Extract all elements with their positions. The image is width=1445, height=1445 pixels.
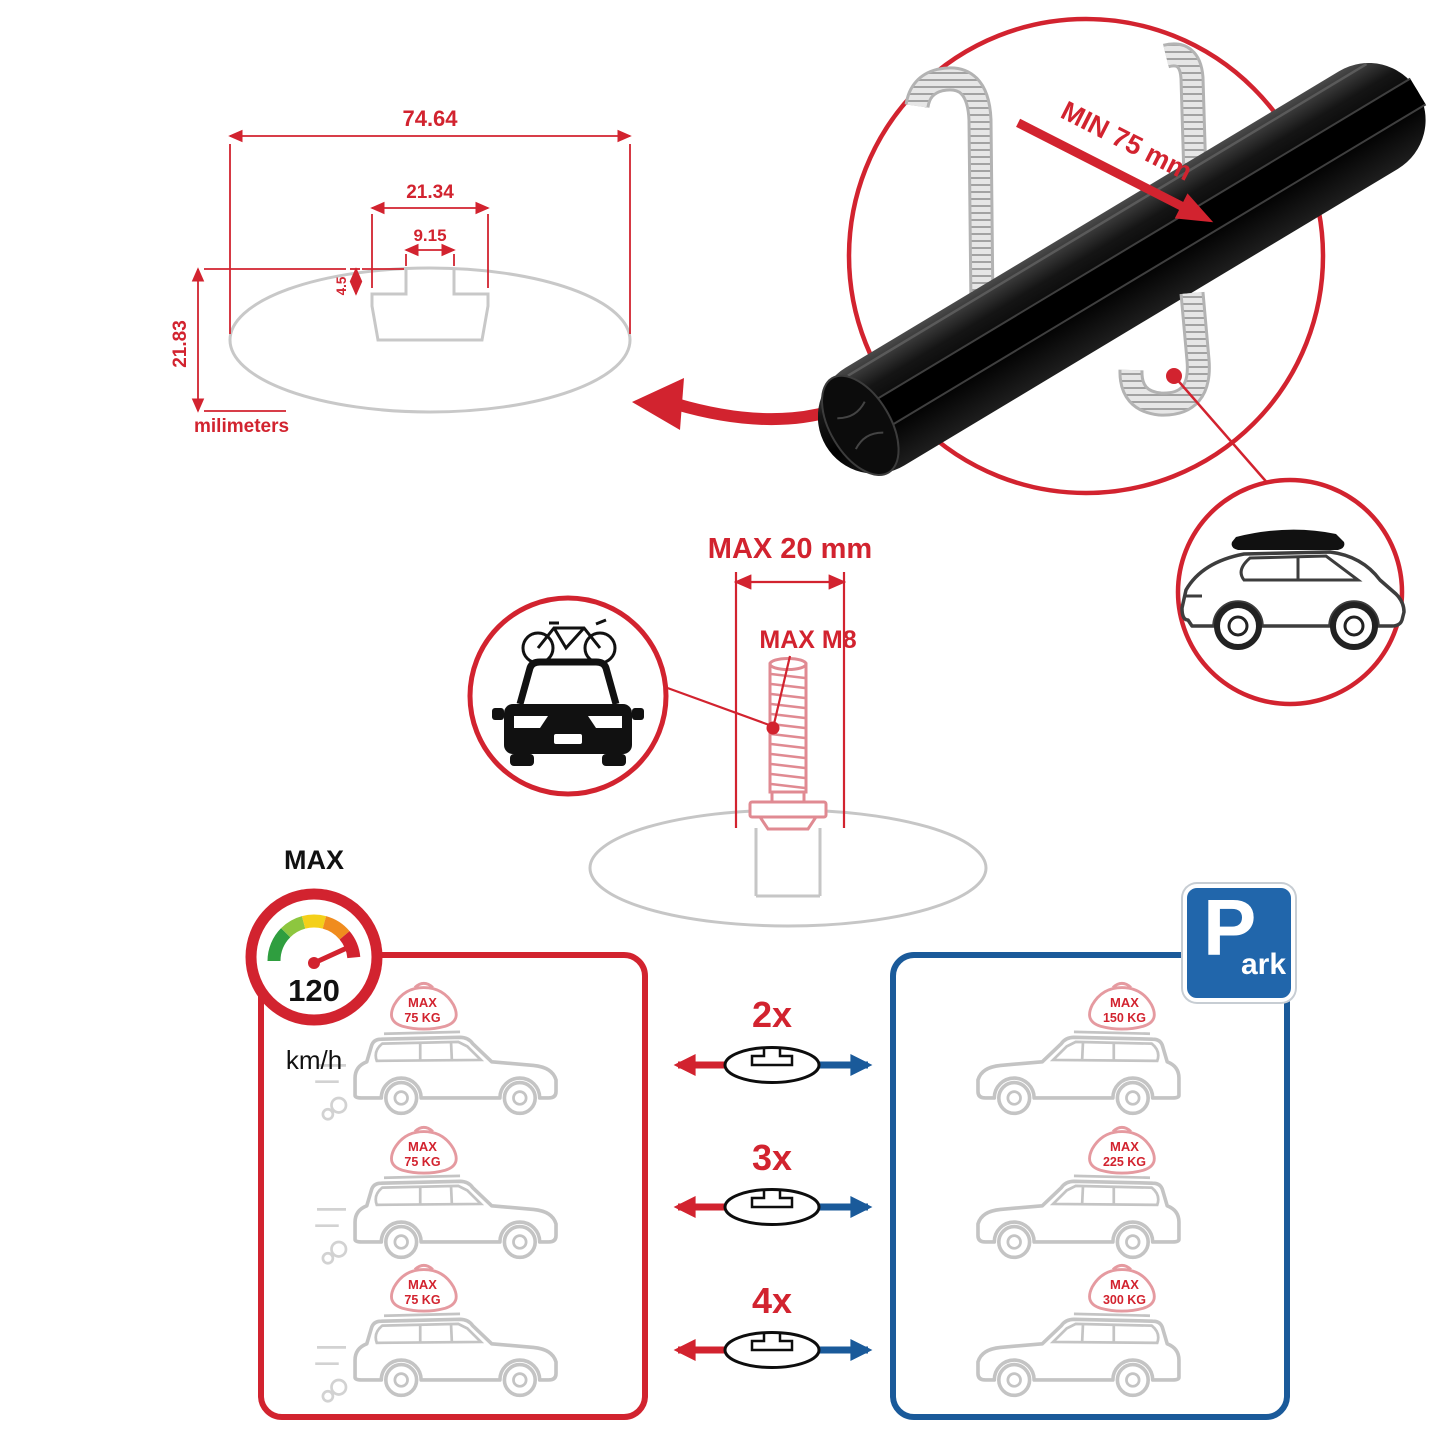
bolt-head (757, 815, 819, 831)
cargo-weight-label: 75 KG (404, 1010, 441, 1025)
max-thread-label: MAX M8 (759, 626, 856, 654)
cargo-weight-label: 225 KG (1102, 1154, 1147, 1169)
gauge-pivot (308, 957, 320, 969)
park-sign-suffix: ark (1241, 948, 1287, 981)
driving-car-1: MAX 75 KG (306, 964, 596, 1136)
cross-section-dimension-diagram: 74.64 21.34 9.15 4.5 21.83 milimeters (170, 106, 632, 437)
motion-lines (315, 1064, 348, 1121)
parked-car-2: MAX 225 KG (938, 1108, 1228, 1280)
gauge-needle (311, 944, 352, 966)
profile-channel-walls (754, 828, 822, 898)
dim-slot-width: 9.15 (413, 226, 446, 245)
crossbar-bar (818, 62, 1427, 477)
bar-end-cap (821, 374, 900, 477)
cargo-max-label: MAX (408, 1139, 437, 1154)
cargo-weight-label: 150 KG (1102, 1010, 1147, 1025)
cargo-max-label: MAX (408, 1277, 437, 1292)
leader-dot (1166, 368, 1182, 384)
speed-value: 120 (288, 973, 340, 1008)
dim-total-width: 74.64 (402, 106, 458, 131)
car-front-bike-illustration (467, 595, 773, 797)
speed-max-label: MAX (284, 845, 344, 875)
cargo-max-label: MAX (408, 995, 437, 1010)
max-width-label: MAX 20 mm (708, 533, 872, 565)
u-bolt-hook-right-upper (1162, 42, 1208, 179)
tbolt-diagram: MAX 20 mm MAX M8 (467, 533, 988, 928)
suv-windows (1239, 554, 1363, 582)
speed-limit-gauge: MAX 120 km/h (245, 845, 383, 1075)
leader-line-to-suv (1173, 375, 1271, 487)
cargo-weight-label: 75 KG (404, 1154, 441, 1169)
roof-box (1231, 529, 1345, 550)
u-bolt-hook-left (904, 66, 995, 309)
suv-front-wheel (1330, 602, 1378, 650)
m8-leader-line (772, 655, 792, 725)
multiplier-row-3x: 3x (673, 1137, 873, 1226)
bolt-flange (748, 800, 828, 819)
car-front-silhouette (492, 658, 644, 766)
dim-total-height: 21.83 (170, 320, 191, 368)
cargo-weight-label: 75 KG (404, 1292, 441, 1307)
cargo-max-label: MAX (1110, 1277, 1139, 1292)
magnifier-circle (846, 16, 1326, 496)
motion-lines (315, 1346, 348, 1403)
cargo-weight-label: 300 KG (1102, 1292, 1147, 1307)
dim-slot-depth: 4.5 (334, 276, 349, 295)
speed-unit: km/h (286, 1045, 342, 1075)
parked-car-1: MAX 150 KG (938, 964, 1228, 1136)
park-sign: P ark (1183, 883, 1295, 1002)
dimension-lines (191, 129, 632, 413)
crossbar-profile-outline (228, 266, 632, 414)
dim-channel-width: 21.34 (406, 182, 454, 203)
suv-with-roofbox-illustration (1175, 477, 1406, 707)
arrow-head (632, 378, 684, 430)
cargo-max-label: MAX (1110, 1139, 1139, 1154)
suv-rear-wheel (1214, 602, 1262, 650)
leader-line (661, 684, 773, 728)
u-bolt-hook-right-lower (1118, 291, 1211, 417)
driving-car-3: MAX 75 KG (306, 1246, 596, 1418)
park-sign-letter: P (1203, 883, 1257, 972)
driving-car-2: MAX 75 KG (306, 1108, 596, 1280)
crossbar-count-column: 2x 3x 4x (673, 994, 873, 1369)
multiplier-label: 4x (752, 1280, 792, 1321)
multiplier-row-2x: 2x (673, 994, 873, 1084)
parked-car-3: MAX 300 KG (938, 1246, 1228, 1418)
multiplier-label: 2x (752, 994, 792, 1035)
tbolt-illustration (748, 657, 828, 831)
dim-unit-label: milimeters (194, 416, 289, 437)
multiplier-row-4x: 4x (673, 1280, 873, 1369)
multiplier-label: 3x (752, 1137, 792, 1178)
motion-lines (315, 1208, 348, 1265)
crossbar-closeup-illustration: MIN 75 mm (818, 16, 1427, 496)
max-width-dimension (733, 572, 847, 828)
m8-leader-dot (766, 721, 780, 735)
cargo-max-label: MAX (1110, 995, 1139, 1010)
